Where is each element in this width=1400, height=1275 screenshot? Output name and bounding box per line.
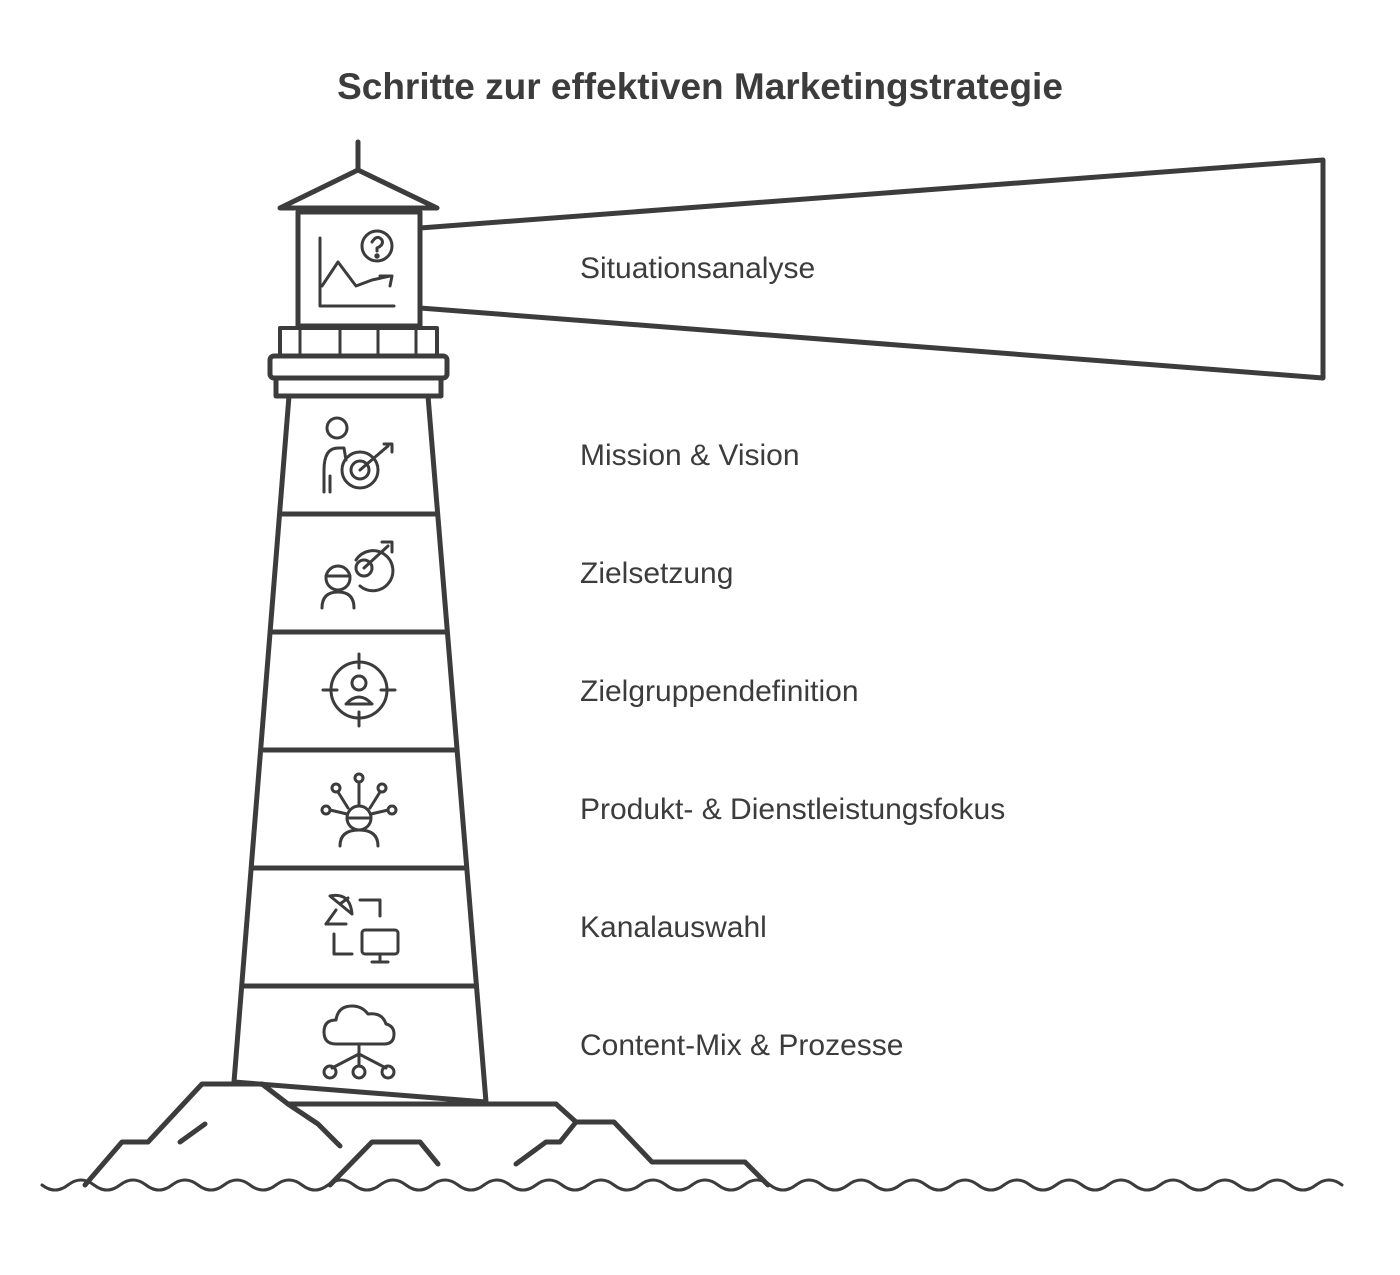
person-target-icon [322, 416, 394, 494]
gallery-deck [267, 353, 450, 381]
cloud-network-icon [322, 1004, 396, 1080]
step-label-zielsetzung: Zielsetzung [580, 557, 734, 590]
person-goal-icon [320, 540, 395, 610]
diagram-title: Schritte zur effektiven Marketingstrateg… [337, 66, 1063, 107]
step-label-content-mix: Content-Mix & Prozesse [580, 1029, 904, 1062]
water-line [40, 1178, 1344, 1192]
step-label-situationsanalyse: Situationsanalyse [580, 252, 816, 285]
gallery-railing [278, 326, 439, 358]
person-network-icon [320, 772, 398, 848]
chart-question-icon [318, 229, 396, 308]
step-label-kanalauswahl: Kanalauswahl [580, 911, 767, 944]
lantern-room [295, 209, 423, 329]
satellite-monitor-icon [324, 893, 400, 964]
rocks [82, 1081, 771, 1188]
gallery-base [273, 375, 444, 399]
target-audience-icon [321, 652, 397, 728]
step-label-zielgruppendefinition: Zielgruppendefinition [580, 675, 859, 708]
step-label-produktfokus: Produkt- & Dienstleistungsfokus [580, 793, 1006, 826]
light-beam [417, 157, 1326, 381]
step-label-mission-vision: Mission & Vision [580, 439, 800, 472]
lighthouse-roof [277, 167, 440, 211]
